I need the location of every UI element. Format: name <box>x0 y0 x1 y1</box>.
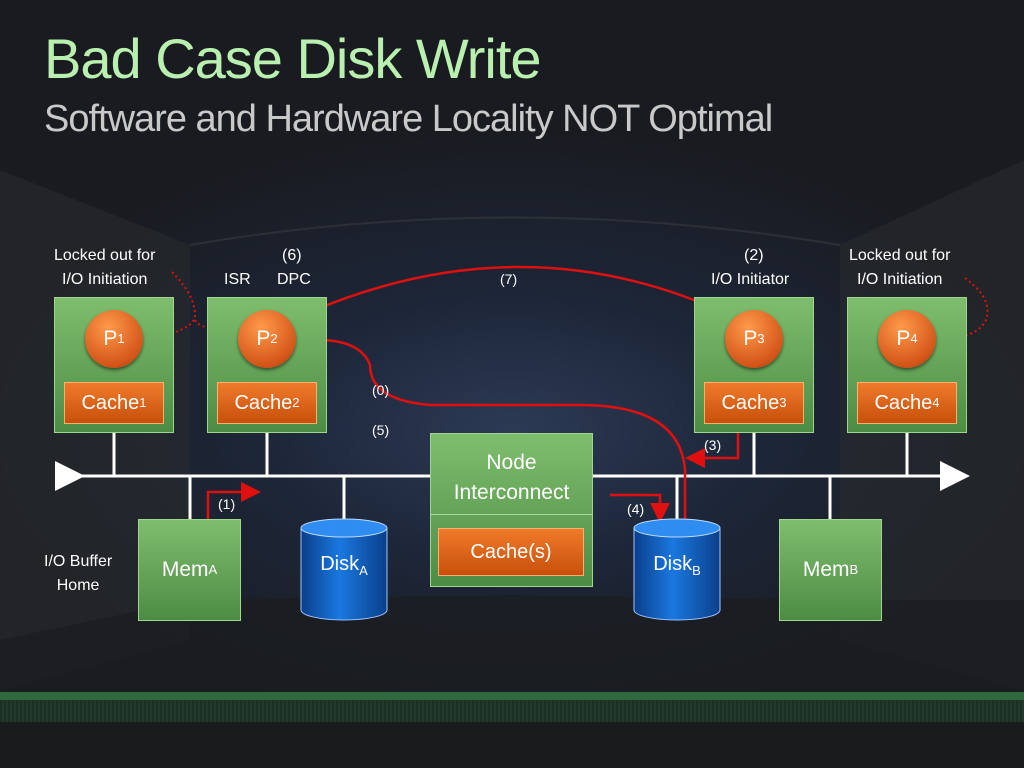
p2-base: P <box>256 327 271 350</box>
mem-a-base: Mem <box>161 558 209 581</box>
p4-base: P <box>896 327 911 350</box>
step6-label: (6) <box>282 247 302 264</box>
locked-note-right-line2: I/O Initiation <box>857 271 943 288</box>
p1-base: P <box>103 327 118 350</box>
interconnect-line2: Interconnect <box>453 481 570 504</box>
arrow-step3 <box>685 433 740 468</box>
disk-a-icon <box>300 518 388 621</box>
locked-note-left-line1: Locked out for <box>54 247 156 264</box>
slide-title: Bad Case Disk Write <box>44 27 542 90</box>
interconnect-divider <box>430 514 593 515</box>
cache-4-base: Cache <box>874 391 933 414</box>
footer-green-band <box>0 692 1024 700</box>
initiator-label: I/O Initiator <box>711 271 790 288</box>
mem-b-base: Mem <box>802 558 850 581</box>
disk-b-icon <box>633 518 721 621</box>
p3-base: P <box>743 327 758 350</box>
slide-subtitle: Software and Hardware Locality NOT Optim… <box>44 98 773 140</box>
disk-b-base: Disk <box>653 553 693 575</box>
step0-label: (0) <box>372 382 390 398</box>
disk-a-label: DiskA <box>299 553 389 578</box>
arrow-step0-5 <box>305 329 687 520</box>
dpc-label: DPC <box>277 271 311 288</box>
arrow-step7 <box>302 265 730 317</box>
step1-label: (1) <box>218 496 236 512</box>
locked-note-right: Locked out for I/O Initiation <box>849 244 950 292</box>
locked-note-left: Locked out for I/O Initiation <box>54 244 155 292</box>
isr-label: ISR <box>224 271 251 288</box>
arrow-step1 <box>206 482 261 520</box>
locked-note-right-line1: Locked out for <box>849 247 951 264</box>
locked-note-left-line2: I/O Initiation <box>62 271 148 288</box>
disk-b-label: DiskB <box>632 553 722 578</box>
interconnect-label: Node Interconnect <box>430 448 593 508</box>
step5-label: (5) <box>372 422 390 438</box>
cache-2-base: Cache <box>234 391 293 414</box>
cache-3-base: Cache <box>721 391 780 414</box>
io-buffer-line1: I/O Buffer <box>44 553 113 570</box>
footer-pattern-band <box>0 700 1024 722</box>
arrow-step4 <box>610 493 670 523</box>
cache-1-base: Cache <box>81 391 140 414</box>
footer-dark-band <box>0 722 1024 768</box>
step2-label: (2) <box>744 247 764 264</box>
disk-b-sub: B <box>692 563 701 578</box>
interconnect-cache: Cache(s) <box>438 528 584 576</box>
disk-a-sub: A <box>359 563 368 578</box>
step7-label: (7) <box>500 271 518 287</box>
step4-label: (4) <box>627 501 645 517</box>
io-buffer-home-note: I/O Buffer Home <box>44 550 112 598</box>
disk-a-base: Disk <box>320 553 360 575</box>
io-buffer-line2: Home <box>56 577 100 594</box>
step3-label: (3) <box>704 437 722 453</box>
interconnect-line1: Node <box>486 451 537 474</box>
